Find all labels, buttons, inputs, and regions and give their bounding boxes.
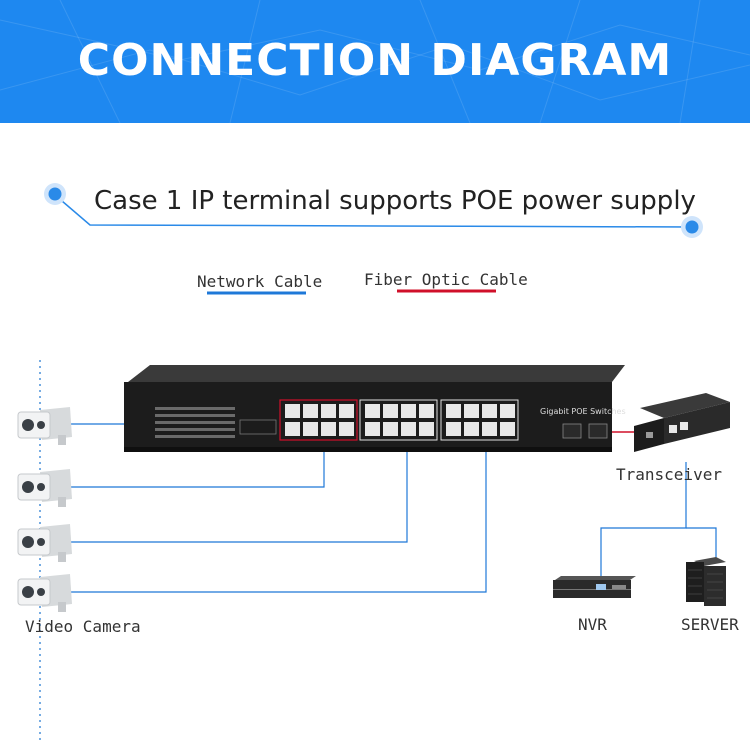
- video-camera-label: Video Camera: [25, 617, 141, 636]
- page-title: CONNECTION DIAGRAM: [77, 35, 673, 86]
- poe-switch: Gigabit POE Switches: [124, 365, 626, 452]
- server-label: SERVER: [681, 615, 739, 634]
- case-heading: Case 1 IP terminal supports POE power su…: [94, 186, 696, 216]
- camera-icon: [17, 574, 72, 612]
- camera-icon: [17, 524, 72, 562]
- nvr-label: NVR: [578, 615, 607, 634]
- banner-pattern: [0, 0, 750, 123]
- transceiver-device: [634, 393, 730, 452]
- camera-icon: [17, 469, 72, 507]
- legend-fiber-optic-cable: Fiber Optic Cable: [364, 270, 528, 289]
- transceiver-label: Transceiver: [616, 465, 722, 484]
- camera-icon: [17, 407, 72, 445]
- switch-model-label: Gigabit POE Switches: [540, 407, 626, 416]
- header-banner: CONNECTION DIAGRAM: [0, 0, 750, 123]
- nvr-device: [553, 576, 636, 598]
- server-rack: [686, 557, 726, 606]
- network-cables: [64, 423, 717, 593]
- led-panel: [155, 407, 235, 438]
- legend-network-cable: Network Cable: [197, 272, 323, 291]
